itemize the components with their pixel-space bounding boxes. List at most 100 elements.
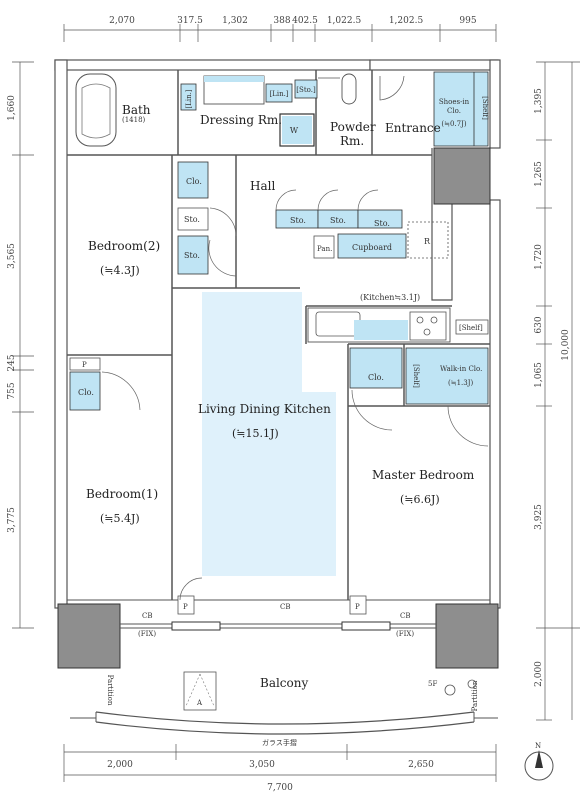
compass-north-icon: N (535, 742, 541, 750)
master-bedroom: Clo. [Shelf] [Shelf] Walk-in Clo. (≒1.3J… (349, 319, 489, 615)
cb-center-label: CB (280, 603, 291, 611)
walkin-closet-area-label: (≒1.3J) (448, 379, 474, 387)
powder-room-label-2: Rm. (340, 134, 364, 148)
ldk-floor-highlight (202, 292, 336, 576)
storage-top-label: [Sto.] (296, 86, 316, 94)
dim-top-4: 388 (273, 16, 290, 26)
dim-top-3: 1,302 (222, 16, 248, 26)
shoes-in-label-2: Clo. (447, 107, 461, 115)
storage-a-label: Sto. (184, 215, 200, 224)
compass: N (524, 742, 554, 781)
shelf-vertical-label: [Shelf] (481, 96, 489, 120)
storage-e-label: Sto. (374, 219, 390, 228)
dim-right-total: 10,000 (561, 329, 571, 361)
dim-top-8: 995 (459, 16, 476, 26)
column-right-upper (433, 147, 491, 205)
dim-right-7: 2,000 (534, 661, 544, 687)
bedroom1-label: Bedroom(1) (86, 487, 158, 501)
dim-right-5: 1,065 (534, 362, 544, 388)
bath-size-label: (1418) (122, 116, 146, 124)
storage-c-label: Sto. (290, 216, 306, 225)
master-bedroom-label: Master Bedroom (372, 468, 475, 482)
bedroom1-area-label: (≒5.4J) (100, 512, 140, 525)
ldk-label: Living Dining Kitchen (198, 402, 331, 416)
fix-right-label: (FIX) (396, 630, 414, 638)
cupboard-label: Cupboard (352, 243, 392, 252)
shoes-in-label-1: Shoes-in (439, 98, 470, 106)
column-bottom-left (57, 603, 121, 669)
glass-handrail-label: ガラス手摺 (262, 738, 297, 747)
shelf-walkin-label: [Shelf] (412, 364, 420, 388)
linen-2-label: [Lin.] (269, 90, 288, 98)
partition-right-label: Partition (471, 680, 479, 711)
dressing-room: [Lin.] [Lin.] [Sto.] W Dressing Rm. (180, 75, 318, 147)
dim-left-1: 1,660 (7, 95, 17, 121)
bedroom2-area-label: (≒4.3J) (100, 264, 140, 277)
dim-bottom-1: 2,000 (107, 760, 133, 770)
bath-area: Bath (1418) (75, 73, 151, 147)
powder-room-label-1: Powder (330, 120, 376, 134)
dim-top-1: 2,070 (109, 16, 135, 26)
dim-bottom-total: 7,700 (267, 783, 293, 793)
kitchen-area: (Kitchen≒3.1J) (307, 293, 451, 343)
dim-top-6: 1,022.5 (327, 16, 362, 26)
dim-right-2: 1,265 (534, 161, 544, 187)
dim-bottom-2: 3,050 (249, 760, 275, 770)
walkin-closet-label: Walk-in Clo. (440, 365, 482, 373)
storage-b-label: Sto. (184, 251, 200, 260)
living-dining-kitchen: Living Dining Kitchen (≒15.1J) P (177, 402, 331, 615)
outer-walls (54, 59, 501, 609)
dim-bottom-3: 2,650 (408, 760, 434, 770)
kitchen-label: (Kitchen≒3.1J) (360, 293, 420, 302)
pipe-shaft-1-label: P (82, 361, 87, 369)
left-dimension-line: 1,660 3,565 245 755 3,775 (7, 61, 34, 629)
pantry-label: Pan. (317, 245, 332, 253)
pipe-shaft-2-label: P (183, 603, 188, 611)
dim-top-2: 317.5 (177, 16, 203, 26)
bedroom2-label: Bedroom(2) (88, 239, 160, 253)
hall-label: Hall (250, 179, 275, 193)
entrance-label: Entrance (385, 121, 441, 135)
dim-right-4: 630 (534, 316, 544, 333)
dim-left-3: 245 (7, 354, 17, 371)
dim-top-5: 402.5 (292, 16, 318, 26)
bath-label: Bath (122, 103, 151, 117)
balcony-area: Balcony A Partition Partition 5F ガラス手摺 (70, 671, 498, 747)
powder-room: Powder Rm. (318, 73, 376, 148)
balcony-windows: CB (FIX) CB CB (FIX) (120, 603, 436, 638)
closet-bedroom1-label: Clo. (78, 388, 94, 397)
closet-master-label: Clo. (368, 373, 384, 382)
entrance-area: Shoes-in Clo. (≒0.7J) [Shelf] Entrance (379, 71, 489, 147)
fix-left-label: (FIX) (138, 630, 156, 638)
hatch-a-label: A (196, 699, 203, 707)
column-bottom-right (435, 603, 499, 669)
washer-label: W (290, 126, 299, 135)
top-dimension-line: 2,070 317.5 1,302 388 402.5 1,022.5 1,20… (63, 16, 497, 42)
balcony-label: Balcony (260, 676, 308, 690)
dim-right-6: 3,925 (534, 504, 544, 530)
bedroom-2: Bedroom(2) (≒4.3J) (88, 239, 160, 277)
refrigerator-label: R (424, 237, 431, 246)
storage-d-label: Sto. (330, 216, 346, 225)
hall-area: Hall Clo. Sto. Sto. Sto. Sto. Sto. Pan. … (177, 161, 449, 277)
right-dimension-line: 1,395 1,265 1,720 630 1,065 3,925 2,000 … (534, 61, 580, 721)
dim-left-5: 3,775 (7, 507, 17, 533)
dim-left-2: 3,565 (7, 243, 17, 269)
closet-bedroom2-label: Clo. (186, 177, 202, 186)
fifth-floor-label: 5F (428, 680, 437, 688)
dim-top-7: 1,202.5 (389, 16, 424, 26)
shelf-kitchen-label: [Shelf] (459, 324, 483, 332)
dim-right-3: 1,720 (534, 244, 544, 270)
dim-left-4: 755 (7, 382, 17, 399)
cb-left-label: CB (142, 612, 153, 620)
pipe-shaft-3-label: P (355, 603, 360, 611)
master-bedroom-area-label: (≒6.6J) (400, 493, 440, 506)
interior-walls (67, 70, 490, 600)
shoes-in-area-label: (≒0.7J) (441, 120, 467, 128)
bedroom-1: P Clo. Bedroom(1) (≒5.4J) (69, 357, 158, 525)
bottom-dimension-line: 2,000 3,050 2,650 7,700 (63, 744, 497, 793)
partition-left-label: Partition (106, 675, 114, 706)
linen-1-label: [Lin.] (185, 89, 193, 108)
dim-right-1: 1,395 (534, 88, 544, 114)
